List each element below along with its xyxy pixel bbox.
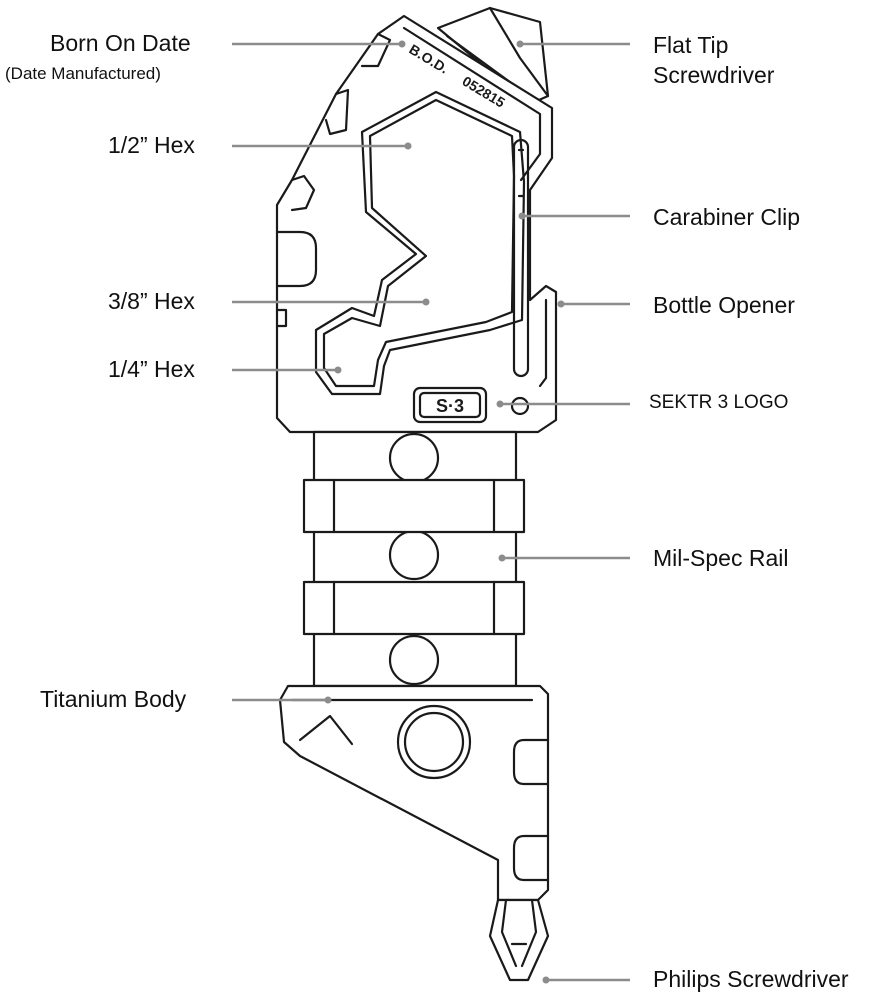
- label-quarter-hex: 1/4” Hex: [108, 356, 195, 382]
- leader-lines: [232, 40, 630, 984]
- label-carabiner-clip: Carabiner Clip: [653, 204, 801, 230]
- bottle-opener: [538, 298, 548, 388]
- logo-text: S·3: [436, 396, 464, 416]
- sektr-logo: S·3: [412, 386, 488, 424]
- mil-spec-rail: [302, 430, 526, 688]
- label-three-eighths-hex: 3/8” Hex: [108, 288, 195, 314]
- label-sektr-logo: SEKTR 3 LOGO: [649, 392, 789, 413]
- carabiner-clip: [512, 138, 530, 378]
- label-born-on-date: Born On Date: [50, 30, 191, 56]
- label-half-hex: 1/2” Hex: [108, 132, 195, 158]
- hex-cutouts: [314, 90, 526, 396]
- titanium-body: [278, 684, 550, 902]
- label-screwdriver: Screwdriver: [653, 62, 775, 88]
- tool-head: [275, 14, 558, 434]
- label-mil-spec-rail: Mil-Spec Rail: [653, 545, 789, 571]
- label-flat-tip: Flat Tip: [653, 32, 729, 58]
- label-date-manufactured: (Date Manufactured): [5, 64, 161, 83]
- lanyard-hole: [510, 396, 530, 416]
- philips-screwdriver: [488, 898, 550, 982]
- label-bottle-opener: Bottle Opener: [653, 292, 795, 318]
- label-titanium-body: Titanium Body: [40, 686, 187, 712]
- label-philips-screwdriver: Philips Screwdriver: [653, 966, 849, 992]
